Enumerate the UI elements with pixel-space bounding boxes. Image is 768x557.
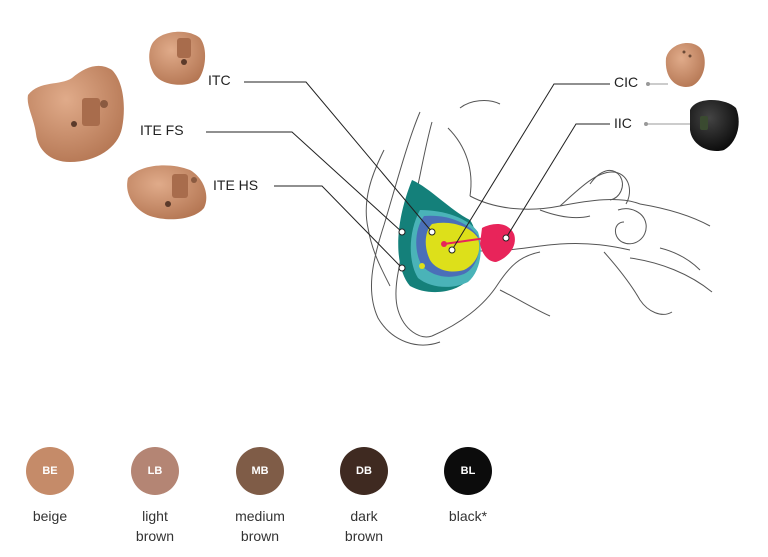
cic-device-image — [646, 43, 705, 87]
fitting-zones — [398, 180, 515, 293]
swatch-black-line1: black* — [448, 508, 488, 524]
swatch-dark-brown-line1: dark — [350, 508, 378, 524]
itc-device-image — [149, 31, 206, 85]
leader-endpoints — [398, 228, 510, 272]
swatch-black-name: black* — [423, 506, 513, 526]
itc-label: ITC — [208, 72, 231, 88]
ite-hs-endpoint — [398, 264, 406, 272]
ite-fs-leader-line — [206, 131, 403, 233]
swatch-beige-line1: beige — [32, 508, 68, 524]
leader-lines — [206, 81, 610, 269]
swatch-medium-brown: MB — [236, 447, 284, 495]
iic-leader-line — [505, 123, 610, 239]
itc-leader-line — [244, 81, 433, 233]
iic-label: IIC — [614, 115, 632, 131]
swatch-medium-brown-name: medium brown — [215, 506, 305, 546]
swatch-light-brown-line2: brown — [135, 528, 175, 544]
iic-device-image — [644, 100, 739, 152]
cic-leader-line — [451, 83, 610, 251]
ite-hs-label: ITE HS — [213, 177, 259, 193]
ite-fs-label: ITE FS — [140, 122, 184, 138]
swatch-medium-brown-line2: brown — [240, 528, 280, 544]
ite-fs-device-image — [27, 65, 124, 162]
swatch-dark-brown: DB — [340, 447, 388, 495]
swatch-dark-brown-line2: brown — [344, 528, 384, 544]
ite-hs-device-image — [127, 165, 207, 220]
swatch-light-brown-line1: light — [142, 508, 168, 524]
swatch-beige: BE — [26, 447, 74, 495]
swatch-dark-brown-name: dark brown — [319, 506, 409, 546]
itc-endpoint — [428, 228, 436, 236]
ite-hs-small-dot — [419, 263, 425, 269]
swatch-black: BL — [444, 447, 492, 495]
iic-zone — [480, 224, 515, 262]
swatch-beige-name: beige — [5, 506, 95, 526]
swatch-light-brown: LB — [131, 447, 179, 495]
swatch-light-brown-name: light brown — [110, 506, 200, 546]
cic-marker-line — [443, 235, 501, 245]
iic-endpoint — [502, 234, 510, 242]
ite-fs-endpoint — [398, 228, 406, 236]
cic-label: CIC — [614, 74, 639, 90]
cic-marker-dot — [441, 241, 447, 247]
swatch-medium-brown-line1: medium — [235, 508, 285, 524]
cic-endpoint — [448, 246, 456, 254]
ite-hs-leader-line — [274, 185, 403, 269]
